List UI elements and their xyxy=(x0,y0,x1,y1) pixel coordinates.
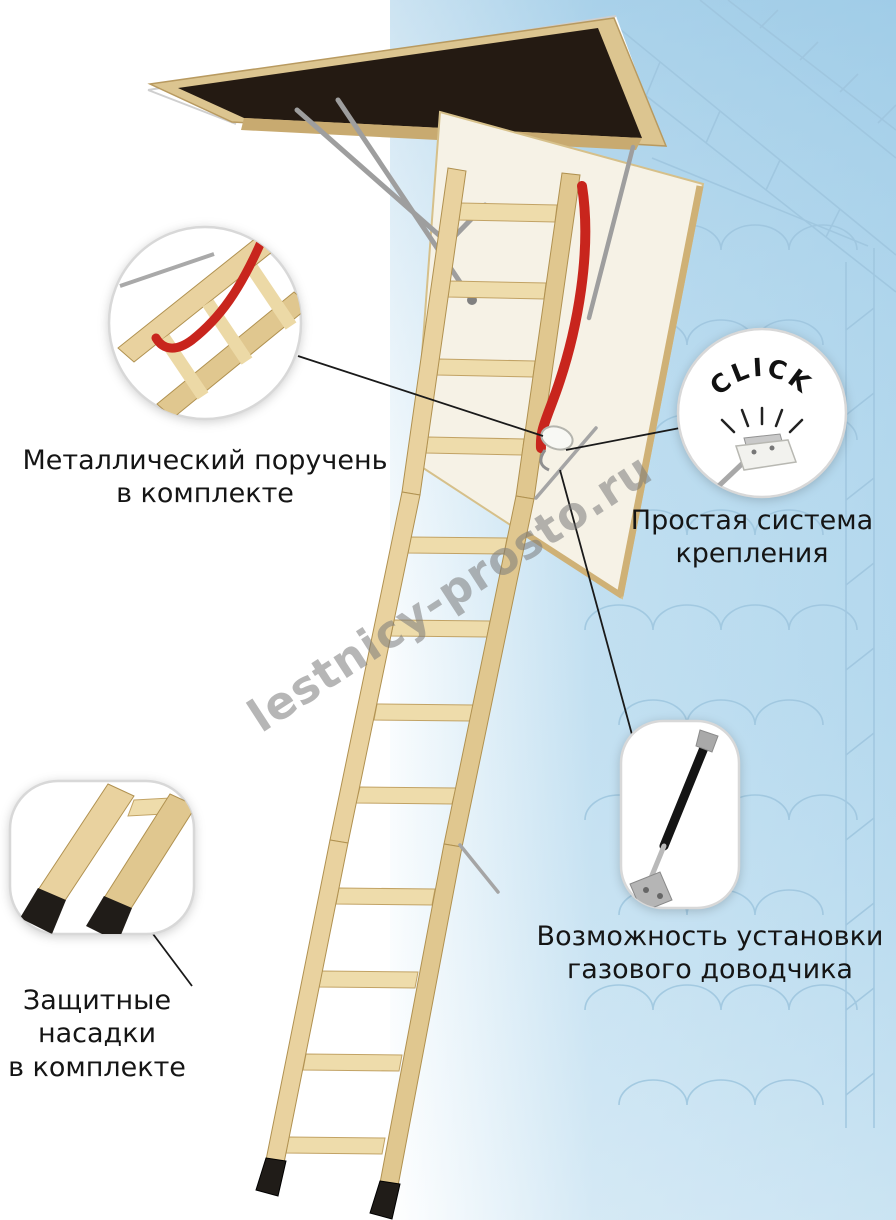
label-line: Металлический поручень xyxy=(22,445,388,476)
ladder-rung xyxy=(335,887,436,906)
callout-foot-caps xyxy=(8,779,196,936)
label-foot-caps: Защитные насадки в комплекте xyxy=(4,984,190,1084)
bracket-plastic xyxy=(734,439,798,471)
ladder-rung xyxy=(407,536,508,555)
callout-gas-strut xyxy=(619,719,741,910)
hatch-opening xyxy=(178,28,642,138)
foot-cap xyxy=(255,1157,287,1197)
stringer-left xyxy=(265,839,349,1164)
callout-click: CLICK xyxy=(676,327,848,499)
leader-foot-caps xyxy=(149,929,193,987)
label-line: газового доводчика xyxy=(567,954,853,986)
ladder-rung xyxy=(318,970,419,989)
label-line: в комплекте xyxy=(116,478,294,510)
label-line: крепления xyxy=(675,538,829,570)
foot-caps xyxy=(255,1157,401,1220)
ladder-rung xyxy=(373,703,474,722)
ladder-rung xyxy=(355,786,457,805)
ladder-rung xyxy=(436,358,536,378)
ladder-rung xyxy=(425,436,525,456)
ladder-rung xyxy=(458,202,558,223)
label-line: Возможность установки xyxy=(536,921,884,952)
ladder-rung xyxy=(390,619,491,638)
ladder-rung xyxy=(302,1053,403,1072)
handrail-closeup xyxy=(151,235,267,353)
leader-gas-strut xyxy=(559,469,635,743)
gas-bracket-top xyxy=(695,729,719,753)
handrail xyxy=(535,181,591,453)
ladder-stringers xyxy=(265,167,581,1187)
label-line: в комплекте xyxy=(8,1051,186,1083)
joint-hardware xyxy=(458,426,598,894)
foot-cap-closeup xyxy=(20,888,66,934)
click-emphasis-rays xyxy=(720,406,804,434)
latch xyxy=(539,425,574,472)
label-line: насадки xyxy=(37,1018,157,1050)
callout-handrail xyxy=(107,225,303,421)
ladder-rung xyxy=(285,1136,386,1155)
label-fastening: Простая система крепления xyxy=(608,504,896,571)
label-line: Защитные xyxy=(22,985,172,1016)
label-handrail: Металлический поручень в комплекте xyxy=(10,444,400,511)
leader-handrail xyxy=(297,355,544,437)
leader-lines xyxy=(149,355,681,987)
foot-cap-closeup xyxy=(86,896,132,934)
gas-cylinder xyxy=(659,733,713,851)
label-line: Простая система xyxy=(630,505,874,536)
label-gas-strut: Возможность установки газового доводчика xyxy=(528,920,892,987)
ladder xyxy=(255,167,598,1220)
hatch-lid xyxy=(412,110,705,600)
foot-cap xyxy=(369,1180,401,1220)
ladder-rung xyxy=(447,280,547,300)
leader-fastening xyxy=(565,427,681,451)
